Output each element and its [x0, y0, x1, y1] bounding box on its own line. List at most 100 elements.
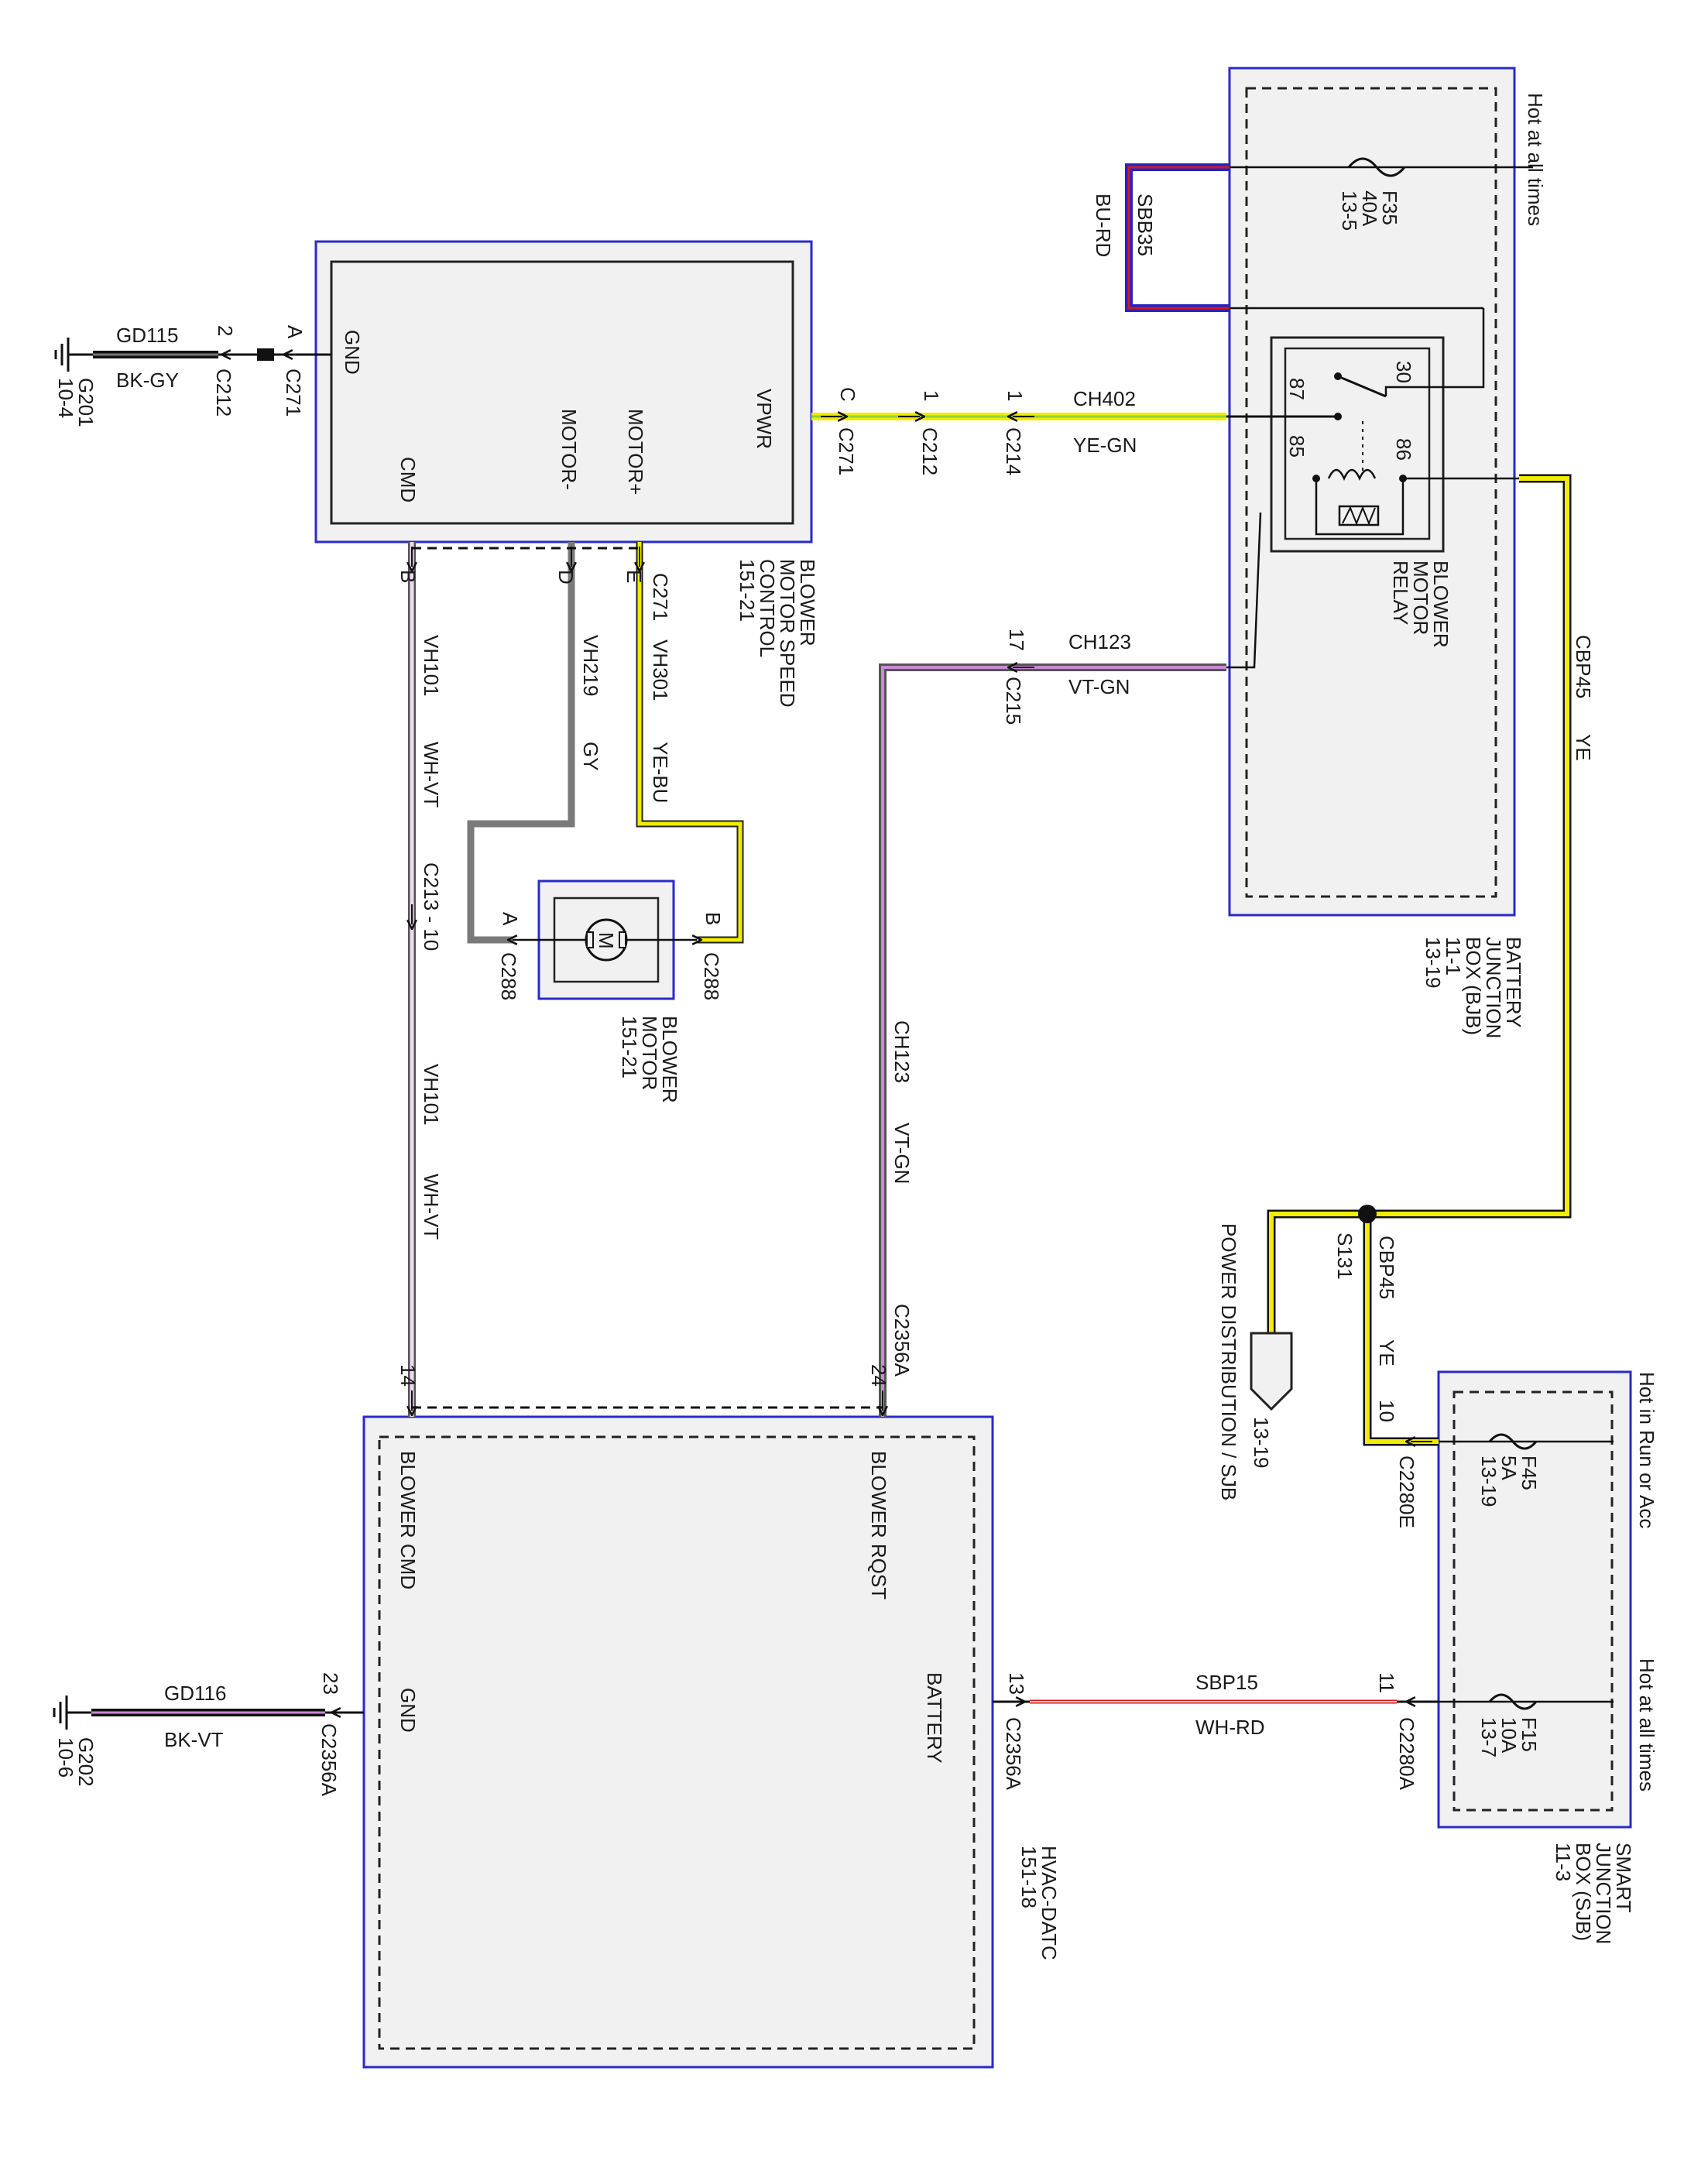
gd115-circuit: GD115: [116, 324, 178, 347]
c271c-id: C271: [835, 427, 858, 475]
vh101-top-circuit: VH101: [420, 635, 443, 697]
vh101-bottom-color: WH-VT: [420, 1174, 443, 1240]
c2280e-10-id: C2280E: [1395, 1456, 1418, 1528]
gd116-circuit: GD116: [164, 1682, 226, 1705]
bjb-name-line: BATTERY: [1502, 937, 1525, 1028]
bjb-hot-label: Hot at all times: [1524, 93, 1547, 226]
vh101-top-color: WH-VT: [420, 742, 443, 807]
relay-pin-86: 86: [1392, 438, 1415, 461]
f45-rating: 5A: [1497, 1456, 1521, 1480]
pds-label: POWER DISTRIBUTION / SJB: [1217, 1223, 1240, 1500]
g202-id: G202: [74, 1737, 98, 1787]
c271-e-pin: E: [622, 570, 646, 583]
hvac-pin-blower-rqst: BLOWER RQST: [867, 1451, 890, 1600]
c271-d-pin: D: [554, 570, 578, 585]
sbb35-circuit: SBB35: [1134, 194, 1157, 256]
relay-name-line: BLOWER: [1429, 561, 1452, 648]
c271c-pin: C: [836, 387, 859, 402]
ground-g201-icon: [54, 338, 93, 372]
c2356a-13-id: C2356A: [1002, 1717, 1025, 1791]
relay-pin-labels: 30 87 85 86: [1285, 361, 1415, 461]
bjb-internal-wiring: [1230, 166, 1533, 396]
ch123-vert-circuit: CH123: [890, 1020, 914, 1083]
fuse-f35: [1347, 157, 1406, 177]
relay-switch-contacts: [1334, 372, 1387, 474]
hvac-datc-module: [362, 1415, 994, 2069]
c2356a-24-id: C2356A: [890, 1304, 914, 1377]
g201-ref: 10-4: [54, 378, 77, 418]
bmsc-name: BLOWER MOTOR SPEED CONTROL 151-21: [736, 559, 819, 708]
c2280a-11-id: C2280A: [1395, 1717, 1418, 1791]
f35-rating: 40A: [1358, 190, 1381, 227]
vh219-circuit: VH219: [579, 635, 602, 697]
c213-label: C213 - 10: [420, 862, 443, 951]
c212-1-pin: 1: [920, 390, 943, 401]
bmsc-pin-cmd: CMD: [396, 457, 420, 502]
bmsc-pin-motor-pos: MOTOR+: [624, 409, 647, 495]
hvac-pin-gnd: GND: [396, 1688, 420, 1733]
cbp45-right-color: YE: [1572, 734, 1595, 761]
ch402-color: YE-GN: [1073, 434, 1137, 457]
sbp15-color: WH-RD: [1195, 1716, 1265, 1739]
relay-pin-87: 87: [1285, 378, 1308, 400]
f15-ref: 13-7: [1477, 1717, 1501, 1757]
connector-arrows: [226, 355, 1432, 1713]
bmsc-pin-gnd: GND: [341, 330, 364, 375]
bmsc-pin-motor-neg: MOTOR-: [557, 409, 581, 490]
f15-id: F15: [1518, 1717, 1541, 1752]
c2356a-23-id: C2356A: [317, 1723, 341, 1797]
c288-a-id: C288: [497, 952, 520, 1000]
hvac-name-line: HVAC-DATC: [1037, 1846, 1061, 1960]
motor-name-line: BLOWER: [658, 1016, 681, 1103]
blower-motor-relay: [1270, 336, 1445, 553]
splice-dot: [1358, 1205, 1377, 1223]
motor-icon: [513, 918, 697, 962]
vh301-color: YE-BU: [649, 742, 672, 803]
f35-id: F35: [1378, 190, 1401, 225]
g201-id: G201: [74, 378, 98, 427]
ground-g202-icon: [53, 1696, 91, 1730]
f35-ref: 13-5: [1338, 190, 1361, 231]
f45-ref: 13-19: [1477, 1456, 1501, 1507]
relay-pin-30: 30: [1392, 361, 1415, 383]
c288-b-pin: B: [701, 912, 725, 925]
c215-17-pin: 17: [1005, 629, 1028, 651]
wire-cbp45: [1267, 474, 1572, 1446]
sjb-hot1-label: Hot in Run or Acc: [1635, 1372, 1658, 1528]
smart-junction-box: [1437, 1370, 1632, 1829]
sbb35-color: BU-RD: [1092, 194, 1115, 257]
hvac-name-line: 151-18: [1017, 1846, 1041, 1908]
bjb-name-line: 13-19: [1422, 937, 1445, 989]
bmsc-pin-vpwr: VPWR: [753, 389, 776, 449]
f15-rating: 10A: [1497, 1717, 1521, 1754]
c215-17-id: C215: [1002, 677, 1025, 725]
c271a-id: C271: [282, 369, 305, 417]
c212-2-pin: 2: [214, 325, 237, 336]
c2280e-10-pin: 10: [1375, 1400, 1398, 1422]
bmsc-name-line: BLOWER: [796, 559, 819, 646]
bmsc-name-line: 151-21: [736, 559, 759, 622]
wire-sbb35: [1125, 163, 1230, 312]
sbp15-circuit: SBP15: [1195, 1671, 1258, 1694]
ch402-circuit: CH402: [1073, 387, 1136, 410]
hvac-pin-battery: BATTERY: [923, 1672, 946, 1764]
c288-a-pin: A: [499, 912, 522, 926]
relay-name-line: RELAY: [1389, 561, 1412, 625]
g202-ref: 10-6: [54, 1737, 77, 1778]
sjb-name-line: 11-3: [1552, 1843, 1575, 1881]
relay-pin-85: 85: [1285, 435, 1308, 458]
c2356a-14-pin: 14: [396, 1364, 420, 1387]
s131-id: S131: [1333, 1233, 1356, 1280]
relay-coil-icon: [1312, 468, 1407, 536]
bmsc-name-line: CONTROL: [756, 559, 779, 657]
c271a-pin: A: [283, 325, 307, 339]
c214-1-pin: 1: [1003, 390, 1027, 401]
c271-e-id: C271: [649, 573, 672, 621]
sjb-internal-wiring: [1439, 1440, 1614, 1703]
c271-b-pin: B: [396, 570, 420, 583]
motor-symbol: M: [595, 932, 618, 949]
ch123-top-color: VT-GN: [1068, 675, 1130, 698]
sjb-hot2-label: Hot at all times: [1635, 1658, 1658, 1792]
relay-name-line: MOTOR: [1409, 561, 1432, 635]
